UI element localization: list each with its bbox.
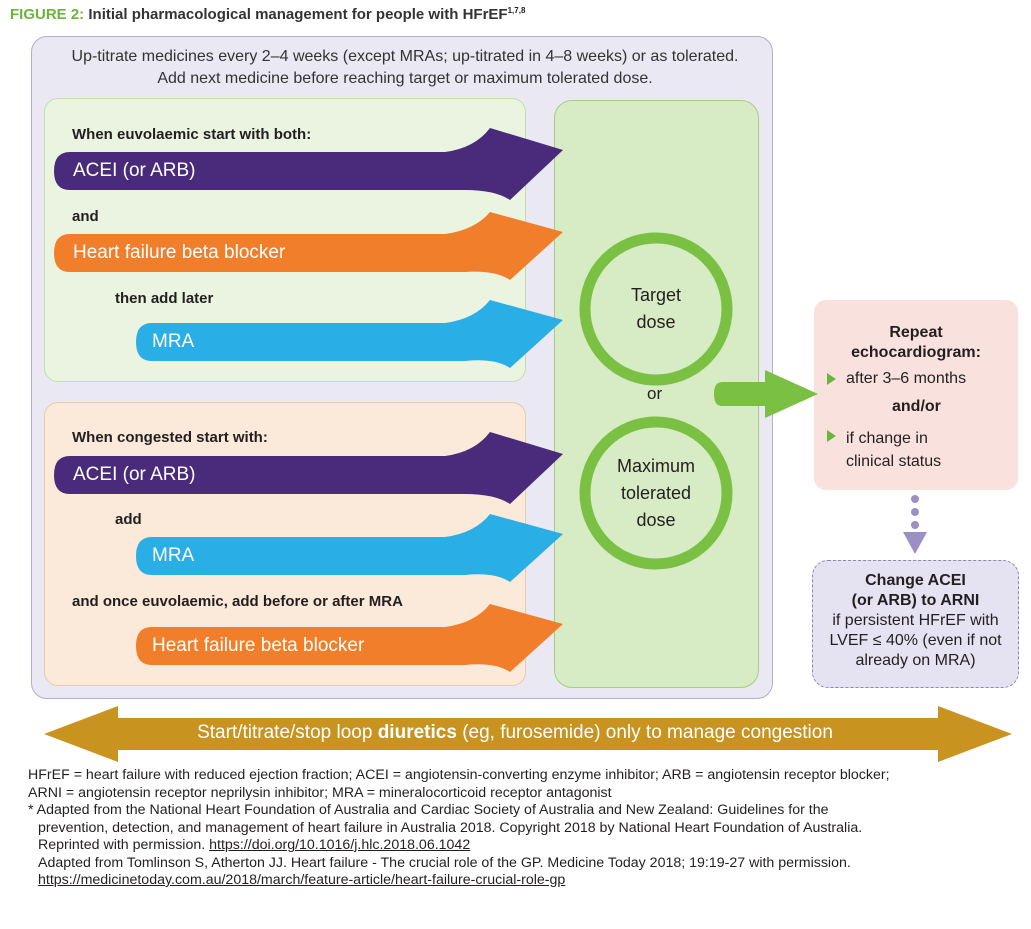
repeat-echo-box [814, 300, 1018, 490]
footnote-abbrev-1: HFrEF = heart failure with reduced eject… [28, 767, 890, 783]
congested-once-euvolaemic: and once euvolaemic, add before or after… [72, 593, 403, 610]
arrow-label-congested-acei: ACEI (or ARB) [73, 464, 196, 485]
footnote-source-1: * Adapted from the National Heart Founda… [28, 802, 829, 818]
arrow-euvolaemic-mra [136, 300, 563, 368]
arrow-congested-mra [136, 514, 563, 582]
target-dose-ring [579, 232, 733, 386]
or-label: or [647, 384, 663, 403]
dotted-connector [903, 495, 927, 554]
figure-title: FIGURE 2: Initial pharmacological manage… [10, 6, 525, 23]
arrow-label-congested-mra: MRA [152, 545, 195, 566]
repeat-echo-title: Repeat echocardiogram: [851, 324, 981, 361]
diuretics-double-arrow [44, 706, 1012, 762]
footnote-abbrev-2: ARNI = angiotensin receptor neprilysin i… [28, 784, 612, 801]
bullet-triangle-icon [827, 373, 836, 385]
arrow-congested-beta-blocker [136, 604, 563, 672]
footnote-source-2: prevention, detection, and management of… [38, 819, 863, 836]
footnote-source-3: Reprinted with permission. https://doi.o… [38, 837, 471, 853]
arrow-label-euvolaemic-beta-blocker: Heart failure beta blocker [73, 242, 286, 263]
max-tolerated-dose-ring [579, 416, 733, 570]
bullet-triangle-icon [827, 430, 836, 442]
arrow-label-congested-beta-blocker: Heart failure beta blocker [152, 635, 365, 656]
medicine-today-link[interactable]: https://medicinetoday.com.au/2018/march/… [38, 872, 566, 888]
change-arni-text: Change ACEI (or ARB) to ARNI if persiste… [829, 572, 1002, 669]
arrow-label-euvolaemic-acei: ACEI (or ARB) [73, 160, 196, 181]
arrow-euvolaemic-beta-blocker [54, 212, 563, 280]
footnote-source-4: Adapted from Tomlinson S, Atherton JJ. H… [38, 854, 851, 871]
arrow-to-echo [714, 370, 818, 418]
doi-link[interactable]: https://doi.org/10.1016/j.hlc.2018.06.10… [209, 837, 471, 853]
footnotes: HFrEF = heart failure with reduced eject… [28, 767, 1018, 890]
figure-title-text: Initial pharmacological management for p… [88, 6, 508, 23]
figure-label: FIGURE 2: [10, 6, 85, 23]
target-dose-label: Target dose [630, 285, 682, 332]
repeat-item-months: after 3–6 months [846, 370, 967, 387]
euvolaemic-then-add-later: then add later [115, 290, 214, 307]
euvolaemic-heading: When euvolaemic start with both: [72, 126, 312, 143]
arrow-congested-acei [54, 432, 563, 504]
repeat-item-clinical-status: if change in clinical status [846, 430, 942, 470]
euvolaemic-and: and [72, 208, 99, 225]
repeat-and-or: and/or [892, 398, 941, 415]
change-arni-box [812, 560, 1019, 688]
max-tolerated-dose-label: Maximum tolerated dose [616, 456, 695, 530]
footnote-source-5: https://medicinetoday.com.au/2018/march/… [28, 872, 1018, 890]
arrow-label-euvolaemic-mra: MRA [152, 331, 195, 352]
congested-add: add [115, 511, 142, 528]
intro-text: Up-titrate medicines every 2–4 weeks (ex… [71, 48, 739, 87]
diuretics-label: Start/titrate/stop loop diuretics (eg, f… [197, 722, 833, 743]
congested-heading: When congested start with: [72, 429, 268, 446]
arrow-euvolaemic-acei [54, 128, 563, 200]
figure-title-superscript: 1,7,8 [507, 6, 526, 15]
